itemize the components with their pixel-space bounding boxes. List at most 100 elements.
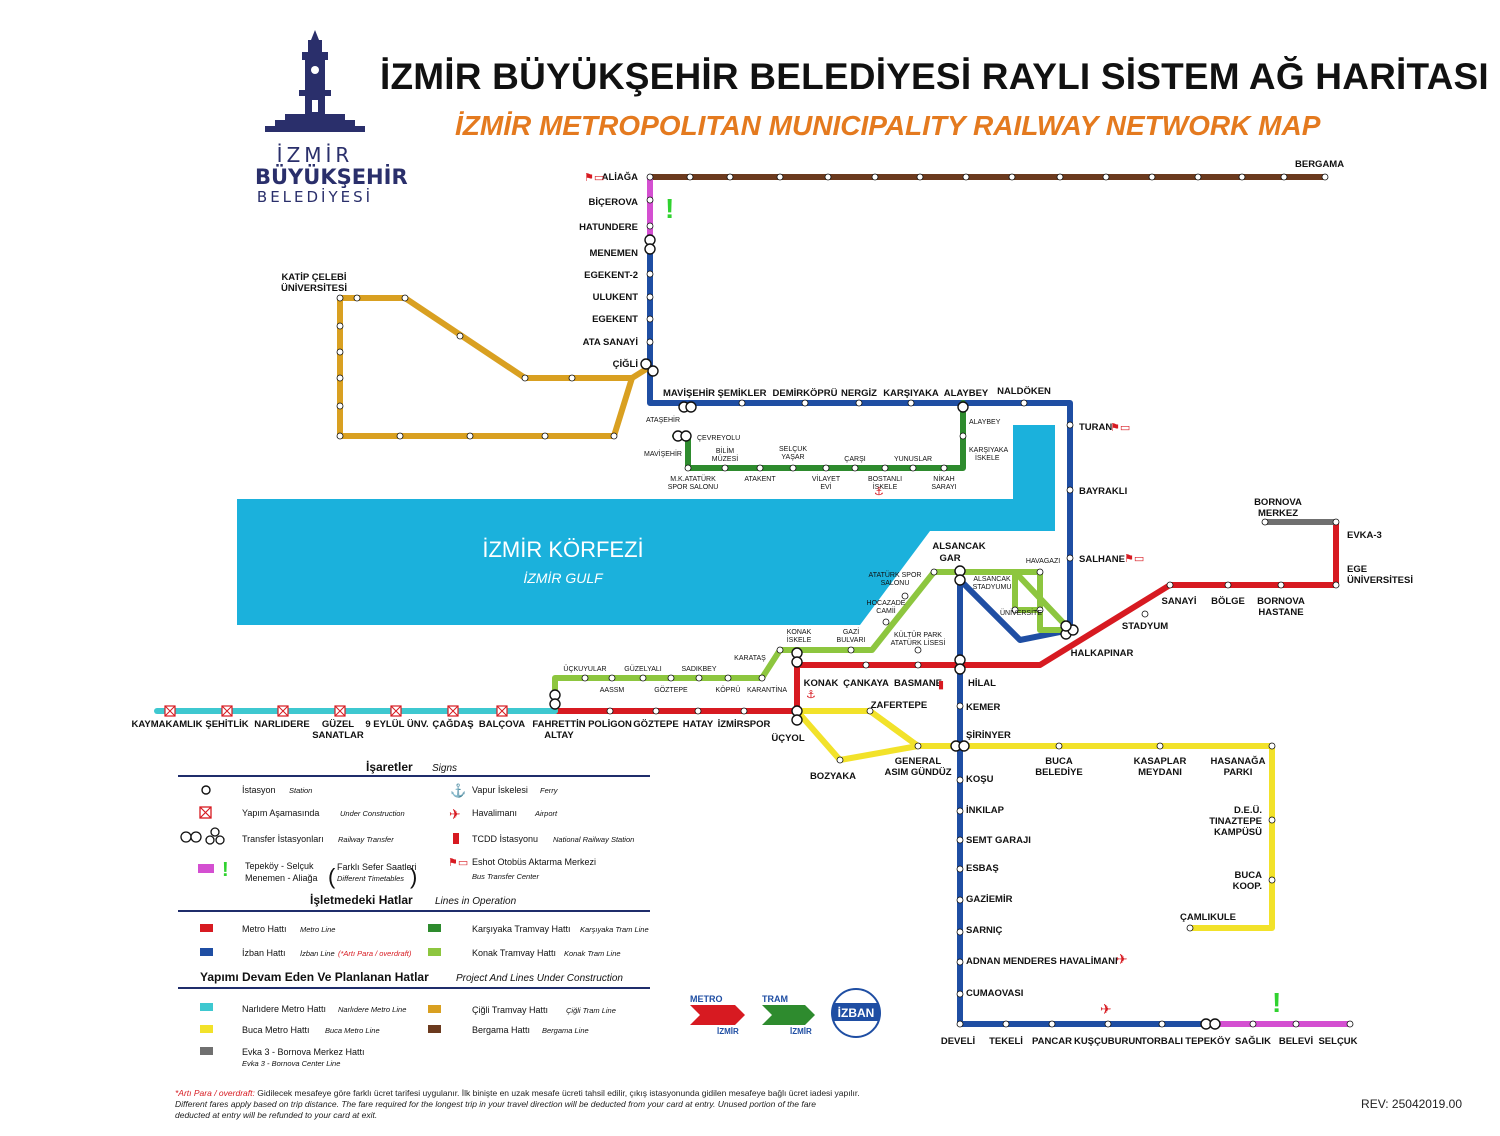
transfer-hilal[interactable] (954, 654, 966, 675)
transfer-cevreyolu[interactable] (672, 430, 692, 442)
transfer-halkapinar[interactable] (1060, 620, 1079, 640)
station-dot[interactable] (789, 464, 797, 472)
station-dot[interactable] (1104, 1020, 1112, 1028)
station-dot[interactable] (1166, 581, 1174, 589)
station-dot[interactable] (756, 464, 764, 472)
station-dot[interactable] (1158, 1020, 1166, 1028)
transfer-cigli[interactable] (640, 358, 659, 377)
station-dot[interactable] (336, 322, 344, 330)
station-dot[interactable] (1332, 581, 1340, 589)
station-dot[interactable] (456, 332, 464, 340)
station-dot[interactable] (1249, 1020, 1257, 1028)
station-dot[interactable] (956, 807, 964, 815)
transfer-ucyol[interactable] (791, 705, 803, 726)
station-dot[interactable] (956, 990, 964, 998)
station-dot[interactable] (1020, 399, 1028, 407)
station-dot[interactable] (776, 646, 784, 654)
station-dot[interactable] (1055, 742, 1063, 750)
station-dot[interactable] (1102, 173, 1110, 181)
station-dot[interactable] (956, 896, 964, 904)
station-dot[interactable] (1156, 742, 1164, 750)
station-dot[interactable] (1194, 173, 1202, 181)
station-dot[interactable] (1148, 173, 1156, 181)
station-dot[interactable] (336, 432, 344, 440)
station-dot[interactable] (851, 464, 859, 472)
station-dot[interactable] (901, 592, 909, 600)
station-dot[interactable] (914, 742, 922, 750)
transfer-fahrettin[interactable] (549, 689, 561, 710)
station-dot[interactable] (646, 315, 654, 323)
station-dot[interactable] (1036, 606, 1044, 614)
station-dot[interactable] (758, 674, 766, 682)
station-dot[interactable] (956, 1020, 964, 1028)
station-dot[interactable] (956, 836, 964, 844)
station-dot[interactable] (1321, 173, 1329, 181)
station-dot[interactable] (1008, 173, 1016, 181)
transfer-alaybey[interactable] (957, 401, 969, 413)
station-dot[interactable] (1346, 1020, 1354, 1028)
station-dot[interactable] (1292, 1020, 1300, 1028)
station-dot[interactable] (568, 374, 576, 382)
station-dot[interactable] (959, 432, 967, 440)
station-dot[interactable] (336, 294, 344, 302)
station-dot[interactable] (914, 646, 922, 654)
station-dot[interactable] (646, 293, 654, 301)
station-dot[interactable] (740, 707, 748, 715)
station-dot[interactable] (1036, 568, 1044, 576)
station-dot[interactable] (907, 399, 915, 407)
station-dot[interactable] (667, 674, 675, 682)
station-dot[interactable] (396, 432, 404, 440)
station-dot[interactable] (801, 399, 809, 407)
station-dot[interactable] (521, 374, 529, 382)
station-dot[interactable] (1066, 421, 1074, 429)
station-dot[interactable] (1066, 486, 1074, 494)
transfer-tepekoy[interactable] (1200, 1018, 1221, 1030)
station-dot[interactable] (930, 568, 938, 576)
station-dot[interactable] (1238, 173, 1246, 181)
transfer-konak[interactable] (791, 647, 803, 668)
station-dot[interactable] (353, 294, 361, 302)
transfer-alsancak[interactable] (954, 565, 966, 586)
station-dot[interactable] (721, 464, 729, 472)
station-dot[interactable] (606, 707, 614, 715)
station-dot[interactable] (909, 464, 917, 472)
station-dot[interactable] (956, 702, 964, 710)
station-dot[interactable] (336, 402, 344, 410)
station-dot[interactable] (862, 661, 870, 669)
station-dot[interactable] (847, 646, 855, 654)
station-dot[interactable] (646, 196, 654, 204)
station-dot[interactable] (646, 270, 654, 278)
station-dot[interactable] (1261, 518, 1269, 526)
transfer-mavisehir[interactable] (678, 401, 697, 413)
station-dot[interactable] (1011, 606, 1019, 614)
station-dot[interactable] (695, 674, 703, 682)
station-dot[interactable] (1332, 518, 1340, 526)
transfer-menemen[interactable] (644, 234, 656, 255)
station-dot[interactable] (466, 432, 474, 440)
station-dot[interactable] (610, 432, 618, 440)
station-dot[interactable] (646, 173, 654, 181)
station-dot[interactable] (639, 674, 647, 682)
station-dot[interactable] (962, 173, 970, 181)
station-dot[interactable] (738, 399, 746, 407)
station-dot[interactable] (336, 374, 344, 382)
station-dot[interactable] (726, 173, 734, 181)
station-dot[interactable] (882, 618, 890, 626)
station-dot[interactable] (1186, 924, 1194, 932)
station-dot[interactable] (1268, 876, 1276, 884)
station-dot[interactable] (1141, 610, 1149, 618)
station-dot[interactable] (401, 294, 409, 302)
station-dot[interactable] (956, 865, 964, 873)
station-dot[interactable] (694, 707, 702, 715)
station-dot[interactable] (940, 464, 948, 472)
station-dot[interactable] (646, 338, 654, 346)
station-dot[interactable] (871, 173, 879, 181)
station-dot[interactable] (652, 707, 660, 715)
station-dot[interactable] (836, 756, 844, 764)
station-dot[interactable] (956, 928, 964, 936)
station-dot[interactable] (1056, 173, 1064, 181)
station-dot[interactable] (855, 399, 863, 407)
station-dot[interactable] (1066, 554, 1074, 562)
station-dot[interactable] (1277, 581, 1285, 589)
station-dot[interactable] (1224, 581, 1232, 589)
